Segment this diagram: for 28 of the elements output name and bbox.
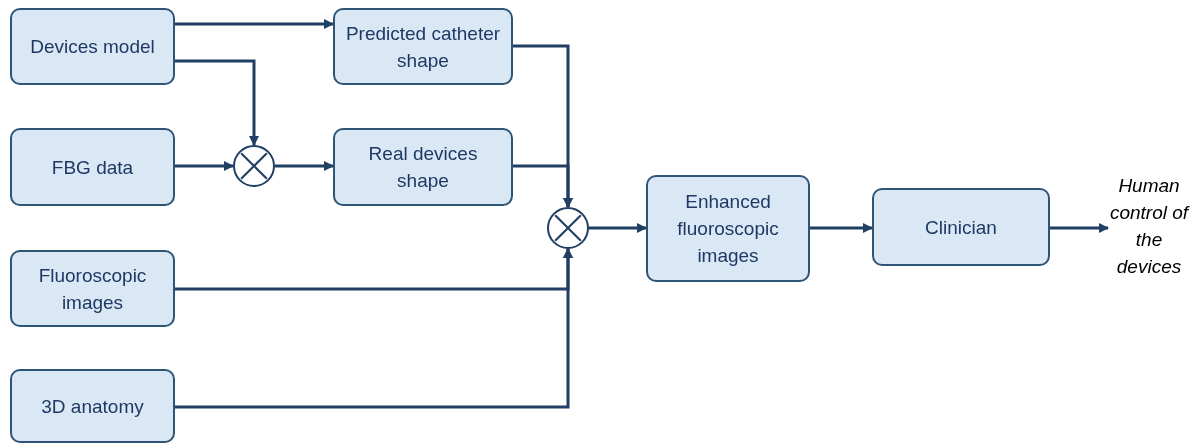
arrow (1050, 222, 1109, 234)
summing-junction (233, 145, 275, 187)
arrow (175, 59, 260, 146)
process-box (646, 175, 810, 282)
arrow (589, 222, 647, 234)
arrow (513, 164, 574, 208)
arrow (810, 222, 873, 234)
process-box (10, 128, 175, 206)
box-label: Devices model (30, 35, 155, 59)
arrow (275, 160, 334, 172)
process-box (872, 188, 1050, 266)
box-label: Fluoroscopic images (37, 263, 148, 315)
arrow (175, 248, 574, 409)
arrow (175, 18, 334, 30)
summing-junction (547, 207, 589, 249)
process-box (10, 8, 175, 85)
box-label: FBG data (51, 155, 134, 180)
arrow (175, 160, 234, 172)
box-label: Predicted catheter shape (344, 21, 502, 73)
process-box (10, 250, 175, 327)
process-box (333, 8, 513, 85)
box-label: Real devices shape (367, 142, 479, 193)
process-box (333, 128, 513, 206)
box-label: Enhanced fluoroscopic images (676, 190, 780, 268)
output-label: Human control of the devices (1108, 174, 1190, 279)
box-label: 3D anatomy (41, 394, 144, 419)
process-box (10, 369, 175, 443)
box-label: Clinician (925, 215, 997, 240)
